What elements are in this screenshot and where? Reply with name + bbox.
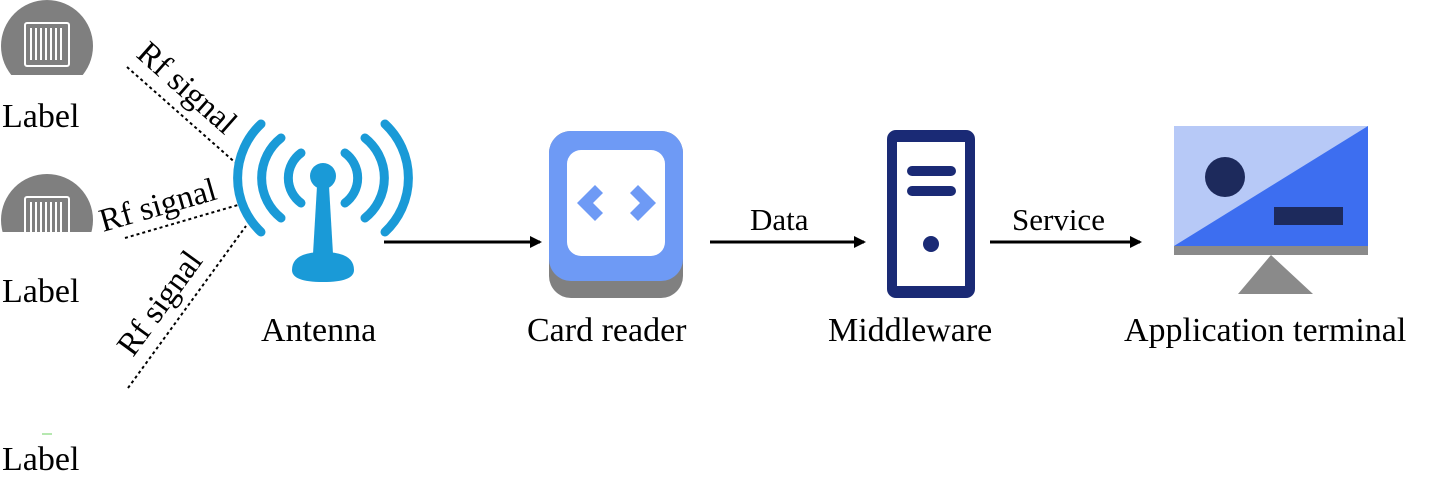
rf-signal-label: Rf signal (130, 35, 244, 142)
service-edge-label: Service (1012, 202, 1105, 237)
rf-signal-label: Rf signal (95, 172, 220, 240)
middleware-label: Middleware (828, 312, 992, 349)
tag-label: Label (2, 441, 79, 478)
rf-signal-line (126, 66, 239, 166)
antenna-icon (233, 119, 413, 282)
tag-icon (1, 174, 93, 232)
rf-signal-label: Rf signal (110, 244, 210, 362)
tag-icon (1, 0, 93, 75)
data-edge-label: Data (750, 202, 809, 237)
monitor-icon (1174, 126, 1368, 294)
card-reader-label: Card reader (527, 312, 687, 349)
tag-label: Label (2, 98, 79, 135)
rf-signal-line (124, 204, 239, 239)
antenna-label: Antenna (261, 312, 376, 349)
tag-label: Label (2, 273, 79, 310)
server-icon (887, 130, 975, 298)
card-reader-icon (549, 131, 683, 298)
terminal-label: Application terminal (1124, 312, 1406, 349)
